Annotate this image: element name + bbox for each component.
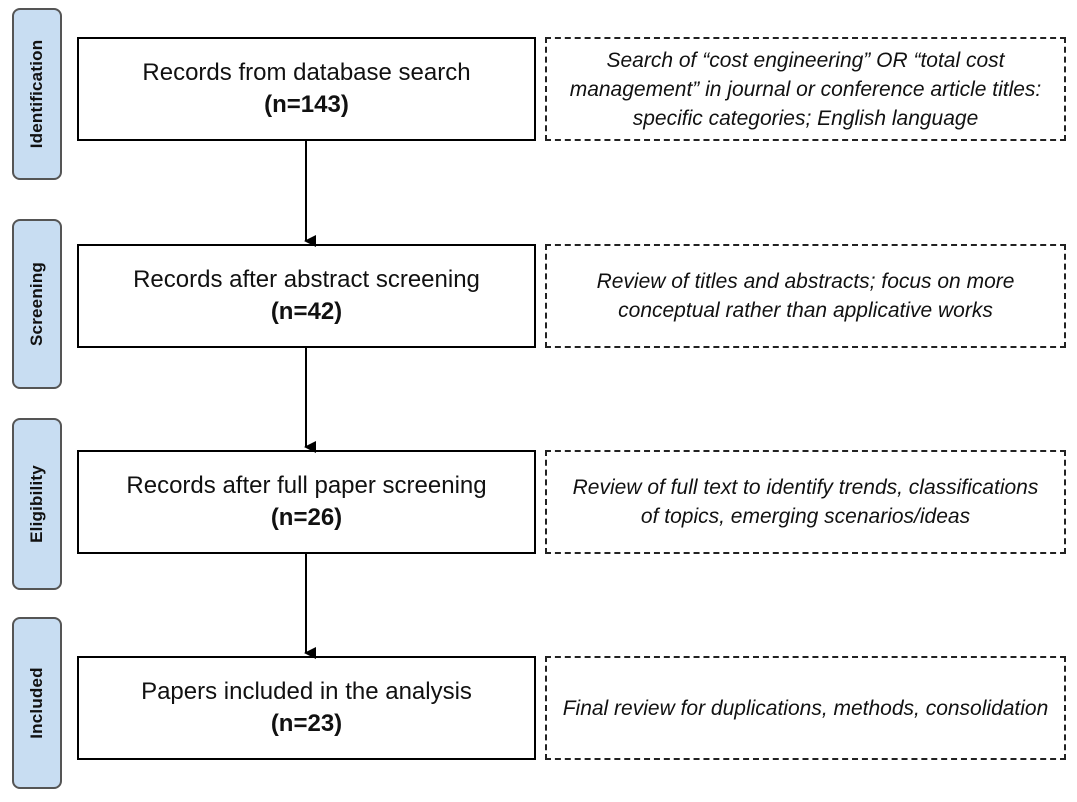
flow-box-label: Papers included in the analysis — [141, 678, 472, 705]
flow-box-label: Records after abstract screening — [133, 266, 480, 293]
flow-box-count: (n=23) — [270, 710, 343, 737]
flow-box-count: (n=42) — [270, 298, 343, 325]
stage-tab-included: Included — [12, 617, 62, 789]
note-text: Search of “cost engineering” OR “total c… — [569, 48, 1042, 130]
note-box-screening: Review of titles and abstracts; focus on… — [545, 244, 1066, 348]
note-text: Final review for duplications, methods, … — [562, 696, 1049, 720]
note-box-included: Final review for duplications, methods, … — [545, 656, 1066, 760]
flow-box-count: (n=26) — [270, 504, 343, 531]
flow-box-label: Records from database search — [142, 59, 471, 86]
note-box-identification: Search of “cost engineering” OR “total c… — [545, 37, 1066, 141]
flow-box-included-papers: Papers included in the analysis (n=23) — [77, 656, 536, 760]
flow-box-database-search: Records from database search (n=143) — [77, 37, 536, 141]
stage-tab-eligibility: Eligibility — [12, 418, 62, 590]
flow-box-abstract-screening: Records after abstract screening (n=42) — [77, 244, 536, 348]
note-text: Review of full text to identify trends, … — [572, 476, 1039, 528]
note-text: Review of titles and abstracts; focus on… — [596, 270, 1015, 322]
note-box-eligibility: Review of full text to identify trends, … — [545, 450, 1066, 554]
stage-tab-identification: Identification — [12, 8, 62, 180]
stage-tab-screening: Screening — [12, 219, 62, 389]
flow-box-count: (n=143) — [264, 91, 349, 118]
flow-box-full-paper-screening: Records after full paper screening (n=26… — [77, 450, 536, 554]
flow-box-label: Records after full paper screening — [126, 472, 487, 499]
